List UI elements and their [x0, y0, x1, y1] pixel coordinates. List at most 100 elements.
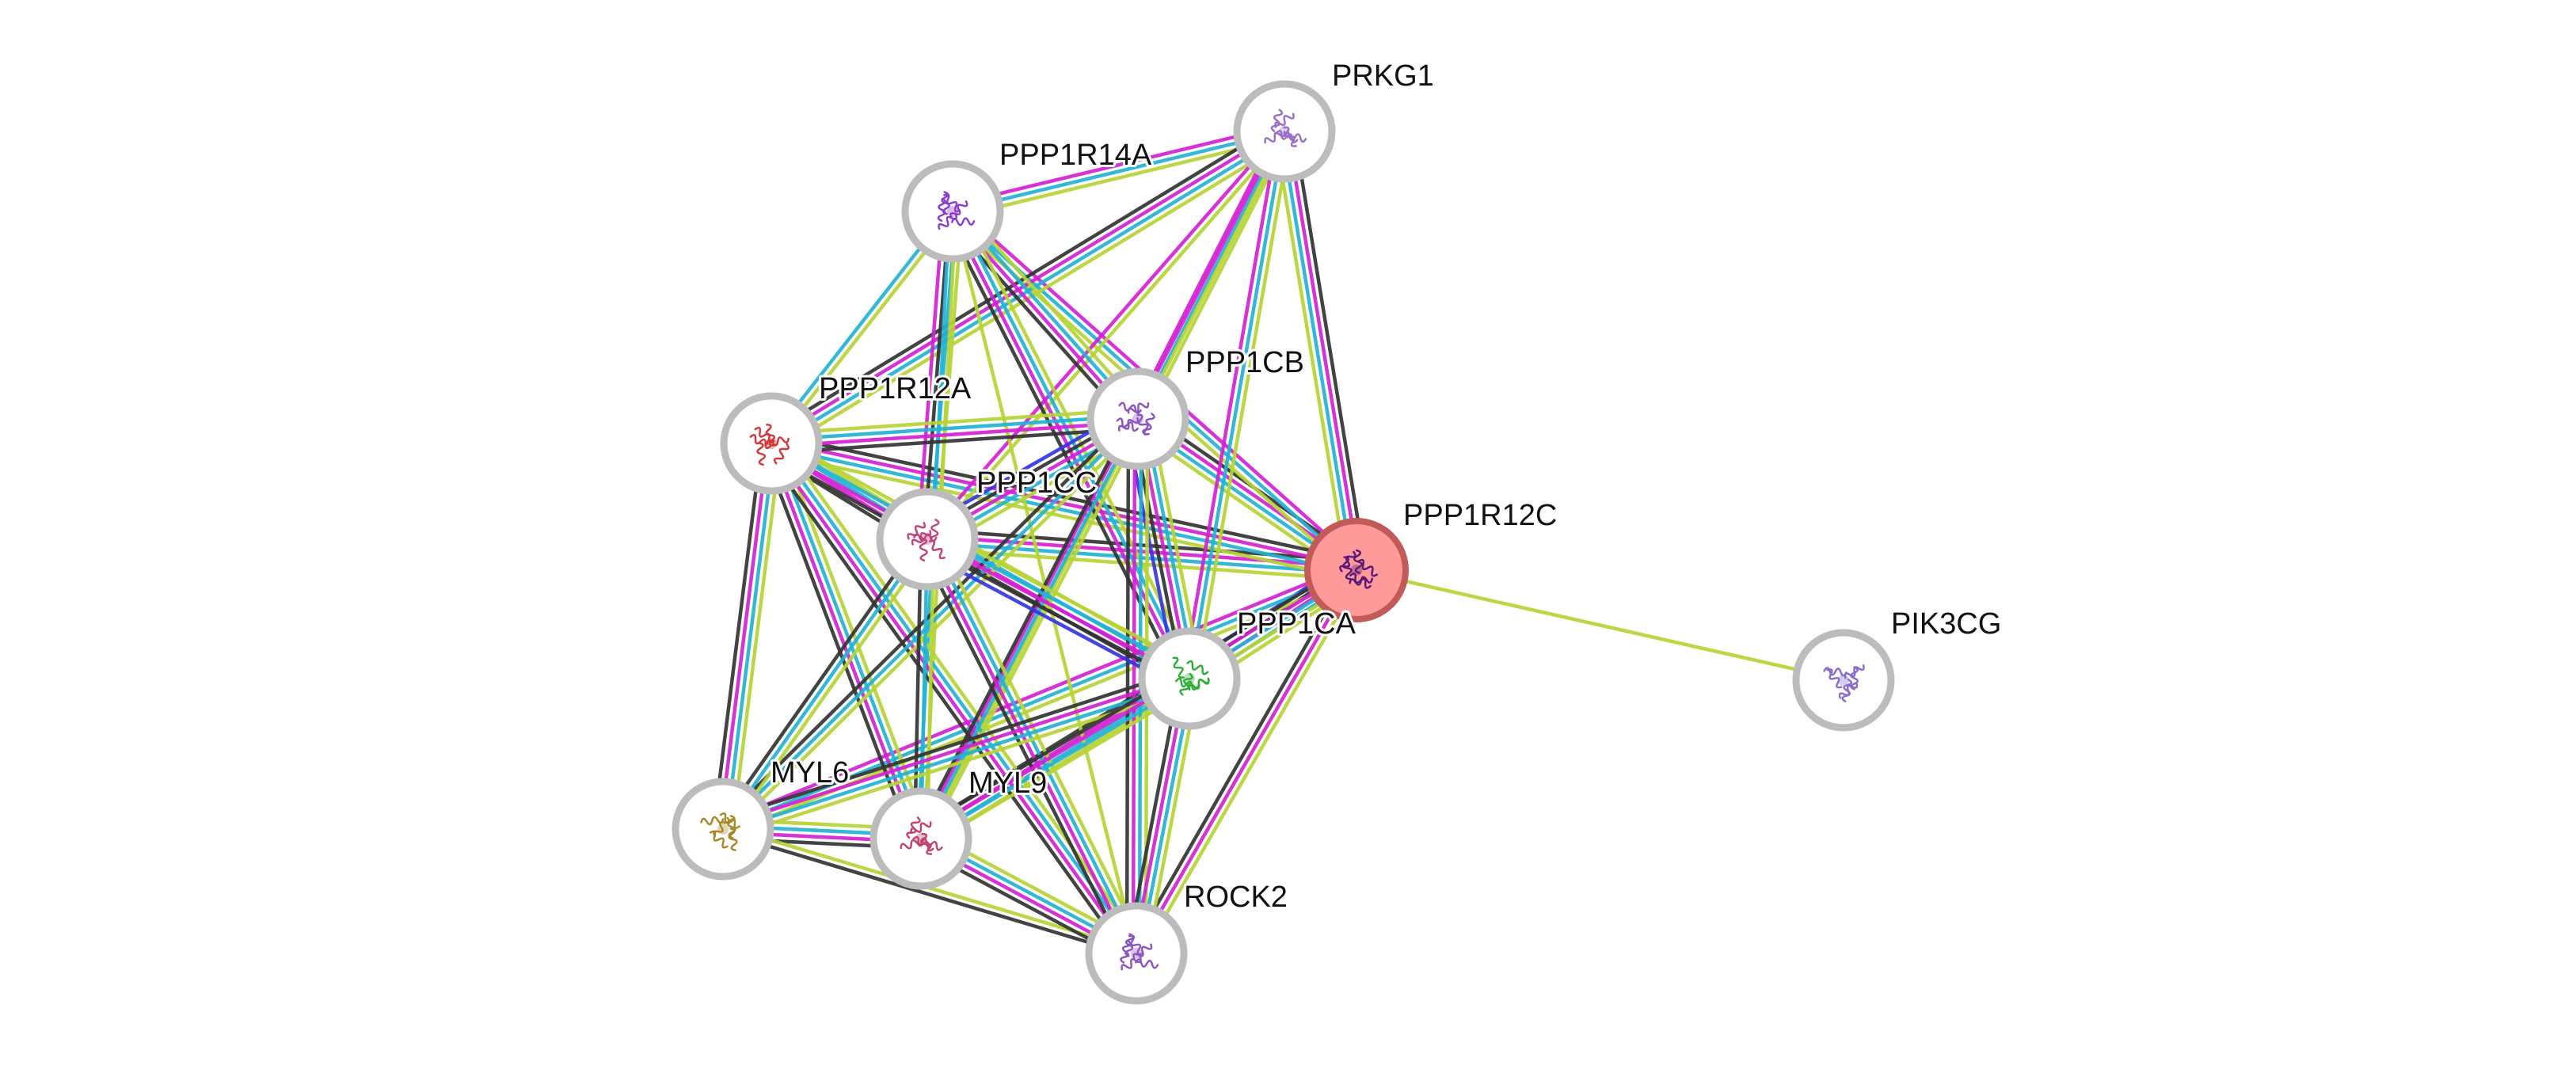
node-circle-ppp1cc[interactable]: [876, 488, 979, 591]
node-circle-myl9[interactable]: [869, 787, 972, 890]
edge-line-experimental: [1130, 127, 1280, 417]
node-ppp1r12c[interactable]: PPP1R12C: [1304, 496, 1559, 622]
edge-line-experimental: [1181, 130, 1280, 679]
edge-line-database: [771, 413, 1138, 443]
edge-line-database: [772, 440, 1141, 953]
node-rock2[interactable]: ROCK2: [1085, 878, 1290, 1005]
edge-prkg1-ppp1ca[interactable]: [1181, 130, 1293, 680]
node-circle-pik3cg[interactable]: [1792, 629, 1895, 732]
node-ppp1cb[interactable]: PPP1CB: [1086, 344, 1307, 470]
edge-line-textmining: [925, 420, 1146, 843]
edge-ppp1r12a-rock2[interactable]: [762, 436, 1146, 961]
edge-line-database: [770, 444, 1356, 576]
protein-structure-icon: [1823, 664, 1865, 702]
edge-ppp1cc-rock2[interactable]: [917, 534, 1147, 959]
node-ppp1cc[interactable]: PPP1CC: [876, 464, 1099, 591]
node-label-ppp1r12c: PPP1R12C: [1403, 499, 1557, 532]
edge-line-textmining: [924, 685, 1196, 849]
edge-prkg1-ppp1r14a[interactable]: [950, 124, 1287, 219]
edge-line-experimental: [767, 443, 920, 841]
edge-line-coexpression: [711, 442, 764, 828]
edge-ppp1ca-myl9[interactable]: [915, 668, 1196, 849]
protein-structure-icon: [900, 816, 943, 855]
edge-line-coexpression: [762, 447, 1131, 961]
edge-line-experimental: [767, 444, 1136, 957]
edge-line-textmining: [953, 135, 1287, 219]
edge-line-database: [952, 129, 1285, 214]
protein-structure-icon: [749, 424, 790, 466]
node-label-ppp1r12a: PPP1R12A: [819, 372, 972, 405]
edge-line-textmining: [726, 422, 1144, 835]
edge-line-coexpression: [915, 668, 1186, 832]
edge-line-textmining: [730, 444, 783, 831]
edge-ppp1r12c-prkg1[interactable]: [1273, 129, 1368, 573]
node-label-myl6: MYL6: [771, 756, 849, 789]
edge-line-database: [1136, 130, 1287, 420]
edge-line-coexpression: [927, 527, 1358, 563]
edge-line-textmining: [934, 534, 1147, 950]
protein-structure-icon: [1264, 108, 1307, 147]
edge-ppp1r12c-rock2[interactable]: [1129, 565, 1364, 958]
node-pik3cg[interactable]: PIK3CG: [1792, 605, 2003, 732]
node-label-ppp1cc: PPP1CC: [976, 466, 1097, 500]
edge-ppp1r12a-ppp1cb[interactable]: [771, 407, 1139, 455]
edge-line-coexpression: [719, 668, 1188, 822]
protein-structure-icon: [937, 191, 976, 230]
edge-line-experimental: [923, 539, 1136, 956]
edge-prkg1-ppp1cc[interactable]: [923, 127, 1288, 543]
edge-line-textmining: [1356, 568, 1844, 683]
edge-line-textmining: [771, 407, 1138, 436]
protein-structure-icon: [1339, 549, 1379, 589]
node-prkg1[interactable]: PRKG1: [1233, 57, 1436, 183]
edge-line-textmining: [1273, 132, 1349, 573]
edge-line-database: [928, 537, 1141, 953]
edge-line-database: [919, 417, 1140, 840]
node-label-ppp1r14a: PPP1R14A: [999, 139, 1152, 172]
protein-structure-icon: [700, 812, 741, 851]
edge-line-coexpression: [771, 426, 1139, 455]
edge-line-coexpression: [716, 534, 924, 827]
edge-line-database: [723, 679, 1191, 834]
edge-line-experimental: [950, 124, 1284, 207]
edge-line-experimental: [771, 420, 1139, 449]
node-label-pik3cg: PIK3CG: [1891, 607, 2001, 641]
edge-line-experimental: [721, 674, 1189, 828]
edge-line-experimental: [915, 210, 946, 539]
protein-structure-icon: [1172, 656, 1210, 696]
edge-prkg1-ppp1cb[interactable]: [1130, 127, 1292, 423]
edge-line-coexpression: [1292, 129, 1368, 569]
edge-line-database: [721, 538, 929, 831]
edge-line-textmining: [1140, 572, 1364, 958]
node-ppp1r12a[interactable]: PPP1R12A: [720, 370, 974, 495]
protein-structure-icon: [907, 519, 946, 562]
edge-line-database: [953, 209, 1194, 679]
node-label-ppp1ca: PPP1CA: [1237, 607, 1356, 641]
edge-line-coexpression: [1124, 418, 1131, 953]
node-ppp1r14a[interactable]: PPP1R14A: [901, 136, 1155, 263]
node-myl6[interactable]: MYL6: [672, 754, 851, 881]
edge-line-textmining: [768, 451, 1355, 581]
edge-line-database: [724, 443, 777, 830]
edge-line-experimental: [771, 438, 1358, 569]
node-ppp1ca[interactable]: PPP1CA: [1138, 605, 1359, 730]
edge-line-experimental: [720, 562, 1355, 825]
edge-ppp1cc-myl6[interactable]: [716, 534, 934, 834]
node-label-ppp1cb: PPP1CB: [1185, 346, 1304, 379]
edge-line-database: [921, 679, 1193, 843]
edge-line-experimental: [923, 127, 1284, 538]
edge-line-coexpression: [917, 542, 1130, 959]
edge-line-experimental: [768, 127, 1284, 443]
edge-line-coexpression: [760, 446, 914, 843]
edge-ppp1r12a-myl6[interactable]: [711, 442, 783, 831]
edge-ppp1r12c-pik3cg[interactable]: [1356, 568, 1844, 683]
edge-line-experimental: [717, 443, 771, 829]
edge-line-coexpression: [1129, 565, 1353, 952]
edge-line-experimental: [918, 674, 1189, 838]
edge-line-experimental: [1285, 130, 1362, 570]
edge-line-coexpression: [765, 121, 1280, 437]
protein-structure-icon: [1120, 933, 1159, 971]
edge-line-textmining: [777, 436, 1146, 949]
node-myl9[interactable]: MYL9: [869, 764, 1049, 890]
node-circle-ppp1r14a[interactable]: [901, 160, 1004, 263]
